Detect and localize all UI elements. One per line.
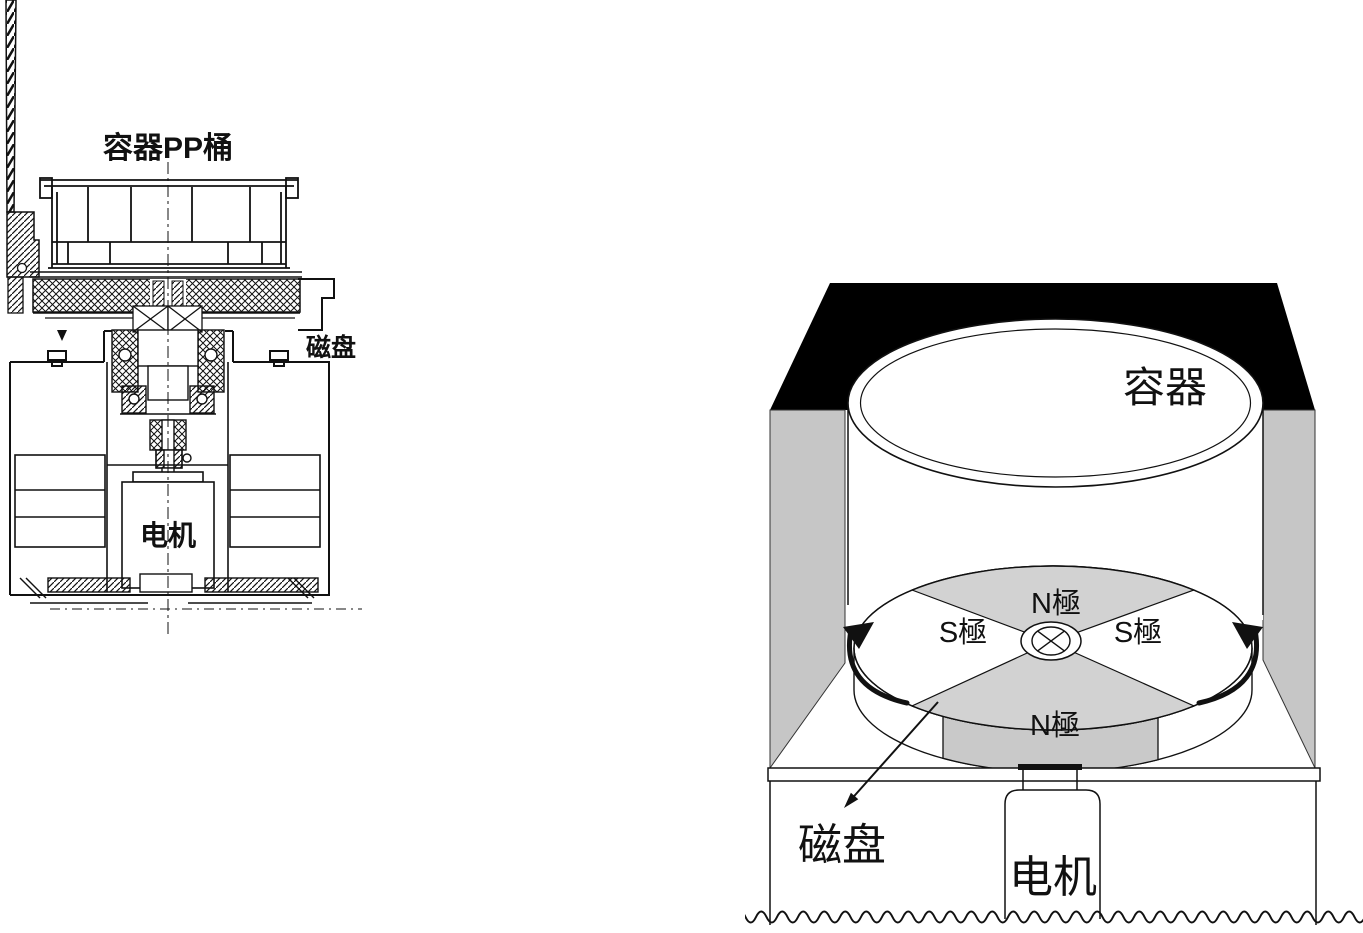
- s-pole-right-label: S極: [1114, 616, 1162, 649]
- motor-coupling: [1018, 764, 1082, 790]
- section-marker: [57, 330, 67, 341]
- left-side-wall: [769, 409, 846, 770]
- rotation-arrow-right-icon: [1196, 622, 1263, 706]
- side-blocks: [14, 454, 321, 548]
- left-cross-section-drawing: 容器PP桶: [5, 0, 362, 634]
- motor-housing: [1004, 789, 1101, 919]
- disk-leader-arrow: [844, 701, 939, 808]
- right-container-label: 容器: [1123, 364, 1207, 411]
- center-hub-symbol: [1020, 621, 1082, 661]
- left-disk-label: 磁盘: [306, 333, 356, 362]
- s-pole-left-label: S極: [939, 616, 987, 649]
- right-schematic-drawing: 容器 N極 S極 S極 N極: [745, 283, 1363, 925]
- n-pole-bottom-label: N極: [1030, 709, 1080, 742]
- support-pole: [5, 0, 40, 314]
- base-assembly: [10, 573, 362, 610]
- housing-outline: [9, 330, 330, 595]
- right-disk-label: 磁盘: [798, 821, 886, 870]
- n-pole-top-label: N極: [1031, 587, 1081, 620]
- wavy-break-line: [745, 910, 1363, 924]
- rotation-arrow-left-icon: [843, 622, 910, 706]
- separator-plate: [30, 271, 302, 278]
- container-cylinder: [847, 318, 1264, 620]
- magnetic-disk-drawing: N極 S極 S極 N極: [853, 565, 1253, 773]
- upper-bearing-block: [132, 305, 203, 333]
- right-motor-label: 电机: [1009, 853, 1097, 902]
- bearing-shaft-assembly: [111, 329, 225, 483]
- pp-bucket-drawing: [39, 177, 299, 269]
- left-container-label: 容器PP桶: [103, 132, 233, 165]
- right-side-wall: [1262, 409, 1316, 769]
